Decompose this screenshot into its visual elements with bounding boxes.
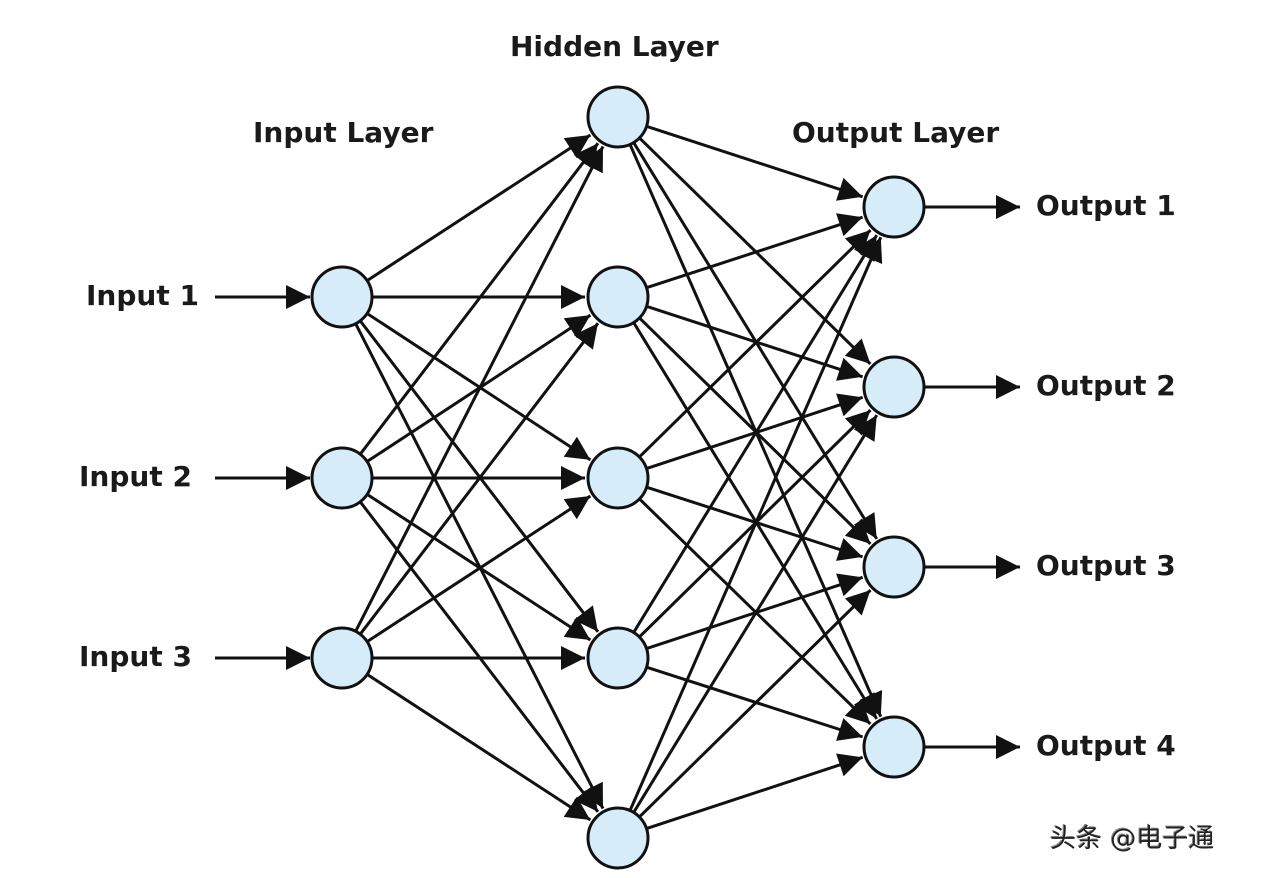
edge-hidden5-output4 [646,753,864,831]
input-layer-title: Input Layer [253,116,434,149]
output-node-4 [862,715,926,779]
edge-hidden2-output3 [638,316,872,545]
edge-hidden4-output1 [632,234,879,634]
input-node-1 [310,265,374,329]
hidden-layer-title: Hidden Layer [510,30,719,63]
hidden-node-1 [586,85,650,149]
edge-hidden3-output1 [638,229,872,459]
edge-hidden2-output1 [646,213,864,290]
input-label-2: Input 2 [79,460,192,493]
hidden-node-5 [586,806,650,870]
input-node-2 [310,446,374,510]
edge-input3-hidden3 [366,494,592,643]
edge-hidden5-output1 [628,236,883,812]
edge-hidden1-output1 [646,124,864,201]
output-label-1: Output 1 [1036,189,1176,222]
hidden-node-3 [586,446,650,510]
output-label-4: Output 4 [1036,729,1176,762]
edge-input2-hidden1 [359,142,600,456]
edge-hidden5-output3 [638,589,872,819]
output-label-2: Output 2 [1036,369,1176,402]
output-node-3 [862,535,926,599]
edge-input1-hidden1 [366,133,592,282]
edge-hidden2-output2 [646,304,864,381]
input-node-3 [310,626,374,690]
output-label-3: Output 3 [1036,549,1176,582]
output-node-2 [862,355,926,419]
edge-input3-hidden1 [354,145,605,632]
edge-hidden5-output2 [632,414,879,814]
input-label-3: Input 3 [79,640,192,673]
hidden-node-2 [586,265,650,329]
edge-input3-hidden2 [359,322,600,636]
output-node-1 [862,175,926,239]
watermark: 头条 @电子通 [1050,824,1215,854]
output-layer-title: Output Layer [792,116,1000,149]
edge-input3-hidden5 [366,673,592,822]
input-label-1: Input 1 [86,279,199,312]
hidden-node-4 [586,626,650,690]
